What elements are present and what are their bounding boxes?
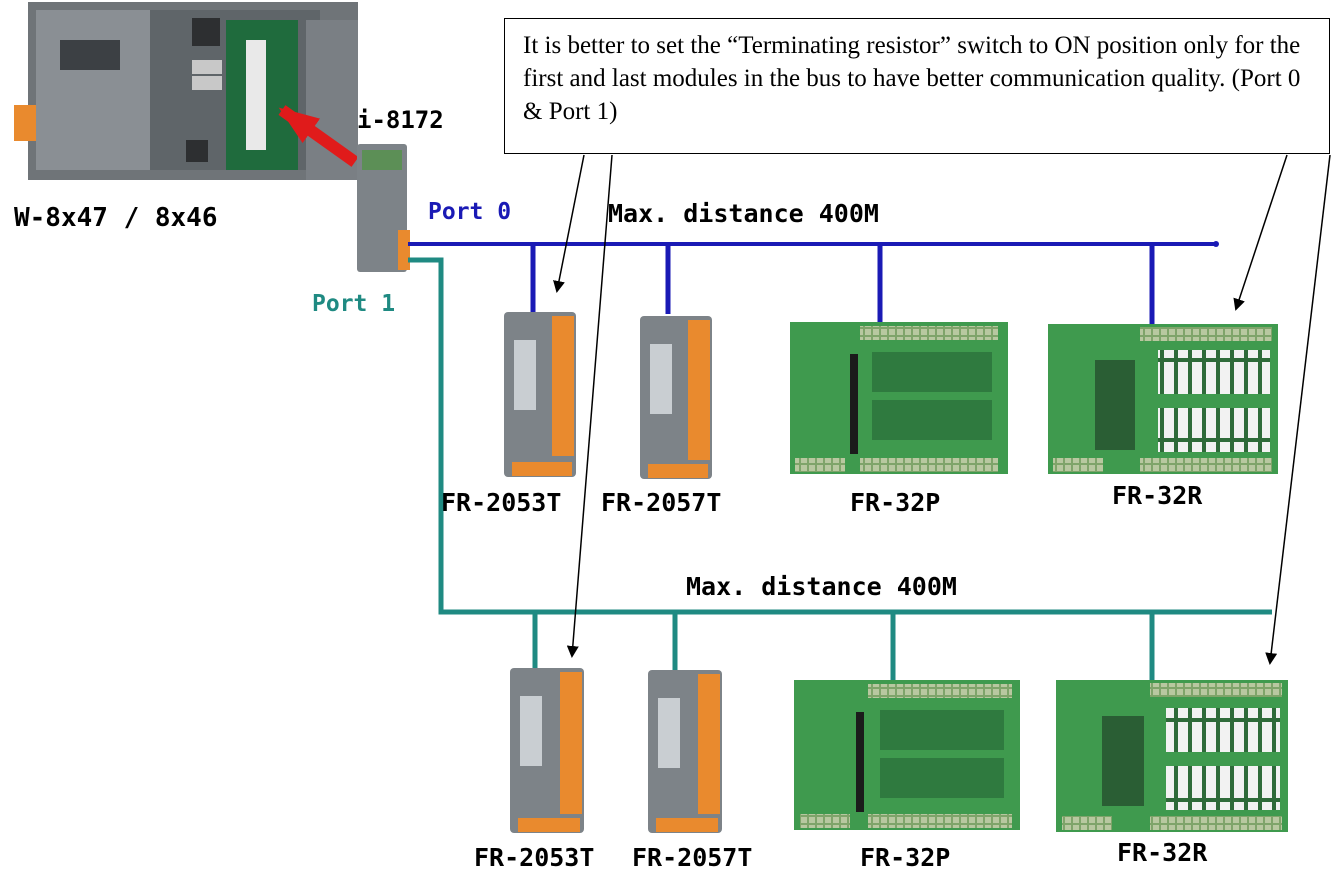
module-image: [504, 312, 576, 477]
port0-label: Port 0: [428, 199, 511, 225]
callout-note: It is better to set the “Terminating res…: [504, 18, 1330, 154]
module-label-fr2057t-bottom: FR-2057T: [632, 843, 752, 872]
callout-arrows: [553, 154, 1331, 665]
module-image: [1056, 680, 1288, 832]
port1-bus: [408, 257, 1272, 680]
module-image: [640, 316, 712, 479]
module-label-fr2057t-top: FR-2057T: [601, 488, 721, 517]
module-image: [794, 680, 1020, 830]
module-image: [790, 322, 1008, 474]
module-label-fr32r-top: FR-32R: [1112, 481, 1203, 510]
port0-bus: [408, 241, 1219, 324]
module-image: [648, 670, 722, 833]
module-label-fr32p-bottom: FR-32P: [860, 843, 950, 872]
module-label-fr32p-top: FR-32P: [850, 488, 940, 517]
card-label: i-8172: [357, 106, 444, 134]
module-label-fr2053t-top: FR-2053T: [441, 488, 561, 517]
controller-image: [14, 2, 359, 180]
controller-label: W-8x47 / 8x46: [14, 203, 218, 233]
i8172-card-image: [357, 144, 410, 272]
port1-label: Port 1: [312, 291, 395, 317]
module-image: [510, 668, 584, 833]
module-image: [1048, 324, 1278, 474]
bottom-distance-label: Max. distance 400M: [686, 572, 957, 601]
module-label-fr32r-bottom: FR-32R: [1117, 838, 1208, 867]
module-label-fr2053t-bottom: FR-2053T: [474, 843, 594, 872]
callout-text: It is better to set the “Terminating res…: [523, 32, 1301, 125]
top-distance-label: Max. distance 400M: [608, 199, 879, 228]
